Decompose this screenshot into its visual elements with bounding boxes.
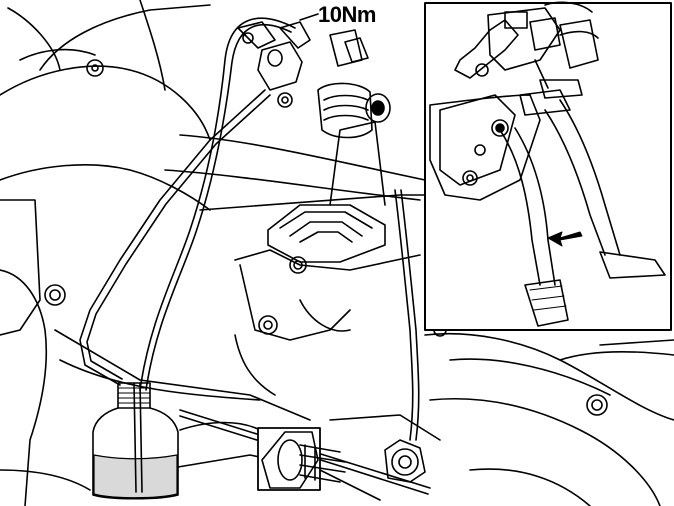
- pedal-inset: [424, 1, 672, 331]
- hydraulic-pipe: [79, 89, 420, 441]
- bleed-bottle: [92, 382, 179, 500]
- torque-annotation: 10Nm: [318, 2, 376, 27]
- pushrod-detail: [179, 409, 431, 495]
- bleed-nipple-assembly: [237, 13, 369, 91]
- gear-lever-boot: [267, 82, 391, 263]
- pedal-press-direction-arrow: [547, 231, 583, 247]
- bleed-hose: [139, 17, 296, 391]
- pipe-union: [384, 439, 426, 483]
